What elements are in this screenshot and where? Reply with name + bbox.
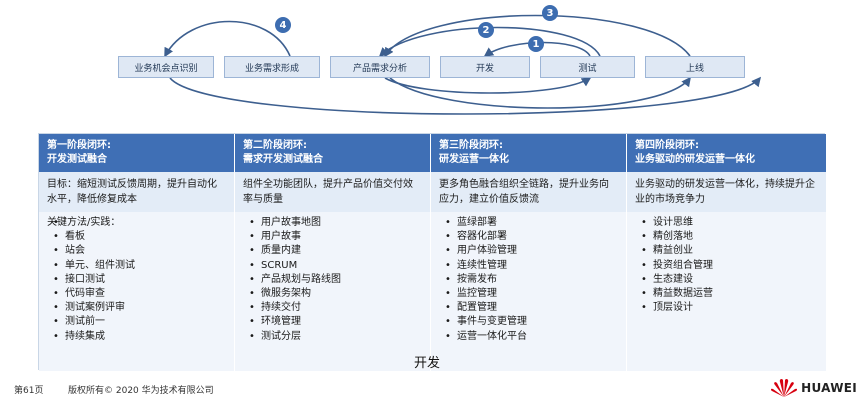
loop-number-2: 2 [478, 22, 494, 38]
phase-1-header: 第一阶段闭环: 开发测试融合 [39, 134, 235, 172]
practice-item: 生态建设 [635, 273, 818, 287]
stage-dev: 开发 [440, 56, 530, 78]
huawei-logo: HUAWEI [771, 378, 857, 398]
practice-item: 测试案例评审 [47, 301, 226, 315]
loop-number-4: 4 [275, 17, 291, 33]
practice-item: 精创落地 [635, 230, 818, 244]
loop-4-arrow [164, 20, 291, 58]
stage-label: 上线 [685, 63, 704, 74]
practice-list: 蓝绿部署 容器化部署 用户体验管理 连续性管理 按需发布 监控管理 配置管理 事… [439, 216, 618, 344]
practice-item: 连续性管理 [439, 259, 618, 273]
phase-title-line2: 业务驱动的研发运营一体化 [635, 154, 755, 165]
phase-1-goal: 目标：缩短测试反馈周期，提升自动化水平，降低修复成本 [39, 172, 235, 212]
practice-item: 精益数据运营 [635, 287, 818, 301]
phase-title-line2: 开发测试融合 [47, 154, 107, 165]
phase-1-practices: 关键方法/实践： 看板 站会 单元、组件测试 接口测试 代码审查 测试案例评审 … [39, 212, 235, 371]
video-subtitle: 开发 [414, 356, 441, 371]
phase-table: 第一阶段闭环: 开发测试融合 第二阶段闭环: 需求开发测试融合 第三阶段闭环: … [38, 133, 826, 371]
phase-title-line2: 需求开发测试融合 [243, 154, 323, 165]
practice-item: 精益创业 [635, 244, 818, 258]
stage-label: 业务机会点识别 [134, 63, 198, 74]
practice-item: 用户故事 [243, 230, 422, 244]
phase-title-line2: 研发运营一体化 [439, 154, 509, 165]
practice-item: 用户体验管理 [439, 244, 618, 258]
loop-4-return [169, 76, 762, 115]
phase-4-practices: 设计思维 精创落地 精益创业 投资组合管理 生态建设 精益数据运营 顶层设计 [627, 212, 826, 371]
practice-item: 设计思维 [635, 216, 818, 230]
stage-label: 测试 [578, 63, 597, 74]
huawei-petal-icon [771, 378, 798, 397]
practice-list: 设计思维 精创落地 精益创业 投资组合管理 生态建设 精益数据运营 顶层设计 [635, 216, 818, 316]
practice-item: 站会 [47, 244, 226, 258]
stage-test: 测试 [540, 56, 635, 78]
practice-item: 测试前一 [47, 315, 226, 329]
practice-item: 看板 [47, 230, 226, 244]
phase-4-goal: 业务驱动的研发运营一体化，持续提升企业的市场竞争力 [627, 172, 826, 212]
phase-3-goal: 更多角色融合组织全链路，提升业务向应力，建立价值反馈流 [431, 172, 627, 212]
phase-title-line1: 第三阶段闭环: [439, 140, 503, 151]
practice-item: 代码审查 [47, 287, 226, 301]
phase-2-practices: 用户故事地图 用户故事 质量内建 SCRUM 产品规划与路线图 微服务架构 持续… [235, 212, 431, 371]
practice-item: 测试分层 [243, 330, 422, 344]
stage-analysis: 产品需求分析 [330, 56, 430, 78]
practice-item: 容器化部署 [439, 230, 618, 244]
phase-title-line1: 第四阶段闭环: [635, 140, 699, 151]
practice-item: 环境管理 [243, 315, 422, 329]
huawei-logo-text: HUAWEI [801, 381, 857, 395]
practice-item: 事件与变更管理 [439, 315, 618, 329]
practice-item: 监控管理 [439, 287, 618, 301]
phase-2-header: 第二阶段闭环: 需求开发测试融合 [235, 134, 431, 172]
practice-item: 运营一体化平台 [439, 330, 618, 344]
stage-opportunity: 业务机会点识别 [118, 56, 214, 78]
practice-item: 持续集成 [47, 330, 226, 344]
loop-number-1: 1 [528, 36, 544, 52]
loop-3-arrow [384, 14, 691, 58]
phase-title-line1: 第一阶段闭环: [47, 140, 111, 151]
practice-item: 按需发布 [439, 273, 618, 287]
practice-item: 用户故事地图 [243, 216, 422, 230]
stage-requirement: 业务需求形成 [224, 56, 320, 78]
practice-item: 持续交付 [243, 301, 422, 315]
phase-3-practices: 蓝绿部署 容器化部署 用户体验管理 连续性管理 按需发布 监控管理 配置管理 事… [431, 212, 627, 371]
practice-item: 投资组合管理 [635, 259, 818, 273]
stage-label: 开发 [475, 63, 494, 74]
practice-list: 关键方法/实践： 看板 站会 单元、组件测试 接口测试 代码审查 测试案例评审 … [47, 216, 226, 344]
stage-label: 业务需求形成 [244, 63, 299, 74]
practice-item: SCRUM [243, 259, 422, 273]
stage-label: 产品需求分析 [352, 63, 407, 74]
practice-item: 微服务架构 [243, 287, 422, 301]
closed-loop-flow-diagram: 业务机会点识别 业务需求形成 产品需求分析 开发 测试 上线 1 2 3 4 [0, 0, 865, 130]
loop-arrows [164, 14, 762, 115]
copyright-text: 版权所有© 2020 华为技术有限公司 [68, 386, 214, 396]
practice-list: 用户故事地图 用户故事 质量内建 SCRUM 产品规划与路线图 微服务架构 持续… [243, 216, 422, 344]
practice-item: 单元、组件测试 [47, 259, 226, 273]
practice-item: 产品规划与路线图 [243, 273, 422, 287]
loop-2-arrow [378, 26, 601, 58]
practice-item: 接口测试 [47, 273, 226, 287]
phase-4-header: 第四阶段闭环: 业务驱动的研发运营一体化 [627, 134, 826, 172]
page-number: 第61页 [14, 386, 44, 396]
practice-item: 配置管理 [439, 301, 618, 315]
phase-3-header: 第三阶段闭环: 研发运营一体化 [431, 134, 627, 172]
practice-item: 质量内建 [243, 244, 422, 258]
practice-caption: 关键方法/实践： [47, 216, 226, 230]
practice-item: 顶层设计 [635, 301, 818, 315]
phase-title-line1: 第二阶段闭环: [243, 140, 307, 151]
phase-2-goal: 组件全功能团队，提升产品价值交付效率与质量 [235, 172, 431, 212]
stage-launch: 上线 [645, 56, 745, 78]
practice-item: 蓝绿部署 [439, 216, 618, 230]
loop-number-3: 3 [542, 5, 558, 21]
